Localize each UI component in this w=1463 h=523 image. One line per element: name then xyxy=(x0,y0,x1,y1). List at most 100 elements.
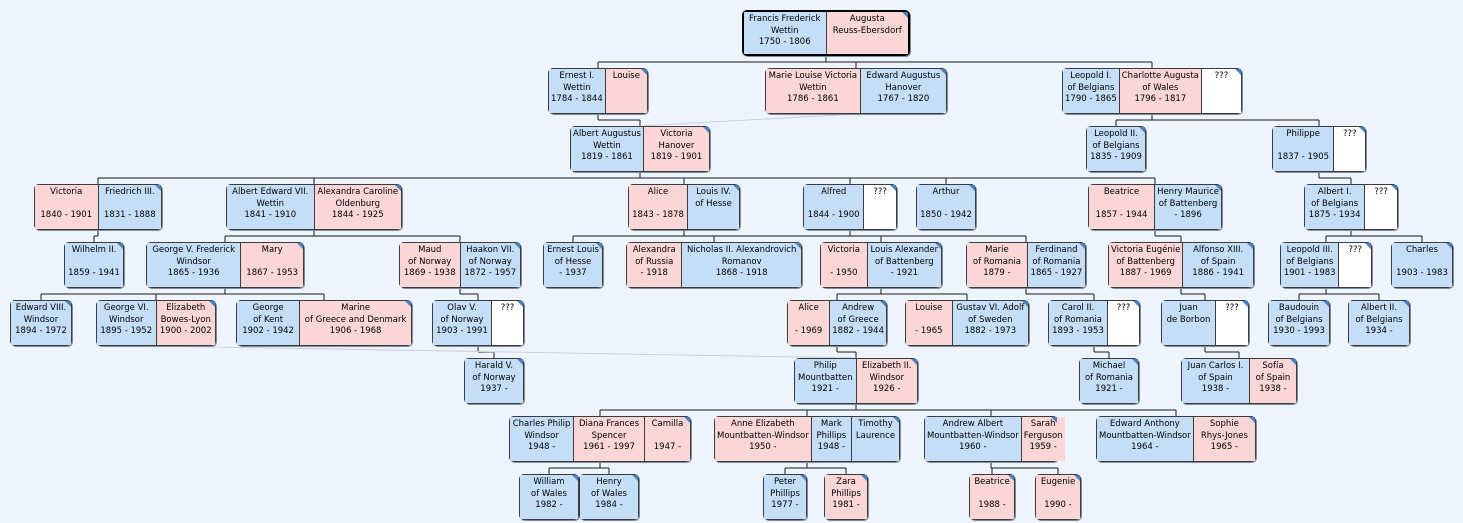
person-louise[interactable]: Louise- 1965 xyxy=(906,301,952,345)
person-unknown[interactable]: ??? xyxy=(1215,301,1248,345)
expand-corner-icon xyxy=(1022,301,1028,307)
person-name: Sofía xyxy=(1262,361,1284,371)
person-house: Laurence xyxy=(855,430,896,441)
person-unknown[interactable]: ??? xyxy=(491,301,523,345)
person-louis-iv[interactable]: Louis IV.of Hesse xyxy=(687,185,739,229)
expand-corner-icon xyxy=(861,475,867,481)
person-dates: 1982 - xyxy=(535,500,563,510)
person-wilhelm-ii[interactable]: Wilhelm II.1859 - 1941 xyxy=(65,243,123,287)
person-house: of Russia xyxy=(635,256,674,267)
expand-corner-icon xyxy=(902,12,908,18)
person-name: ??? xyxy=(1342,129,1357,139)
person-unknown[interactable]: ??? xyxy=(1364,185,1397,229)
person-unknown[interactable]: ??? xyxy=(1200,69,1241,113)
connector-f40 xyxy=(784,462,847,474)
person-name: Charles Philip xyxy=(512,419,571,429)
person-house: of Wales xyxy=(1142,82,1179,93)
person-dates xyxy=(1341,268,1369,280)
person-alice[interactable]: Alice- 1969 xyxy=(788,301,830,345)
person-house: of Hesse xyxy=(554,256,592,267)
person-house xyxy=(67,257,121,269)
person-unknown[interactable]: ??? xyxy=(863,185,896,229)
person-unknown[interactable]: ??? xyxy=(1338,243,1371,287)
person-victoria[interactable]: Victoria- 1950 xyxy=(821,243,867,287)
person-louise[interactable]: Louise xyxy=(604,69,647,113)
person-house xyxy=(647,431,688,443)
person-name: Diana Frances xyxy=(578,419,640,429)
person-name: Sarah xyxy=(1030,419,1056,429)
person-unknown[interactable]: ??? xyxy=(1107,301,1139,345)
person-unknown[interactable]: ??? xyxy=(1333,127,1365,171)
person-friedrich-iii[interactable]: Friedrich III.1831 - 1888 xyxy=(97,185,161,229)
